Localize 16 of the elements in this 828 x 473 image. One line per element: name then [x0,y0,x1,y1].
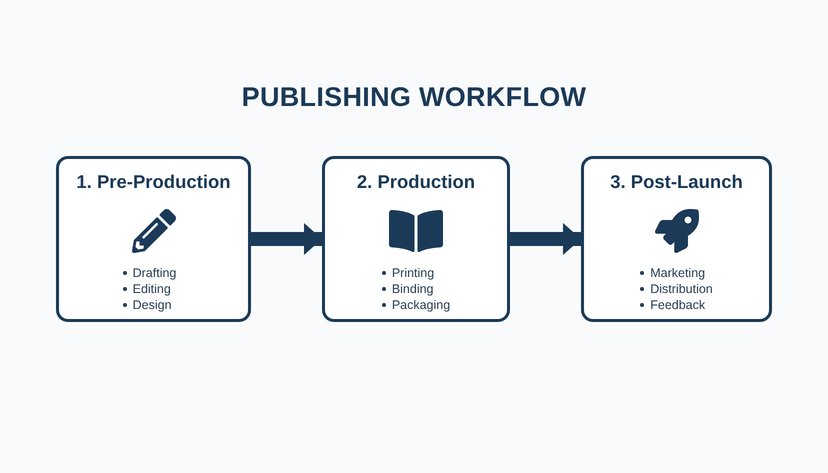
list-item: Drafting [132,265,176,281]
list-item: Marketing [650,265,706,281]
step-heading: 3. Post-Launch [610,171,743,193]
list-item: Packaging [392,297,450,313]
list-item: Binding [392,281,434,297]
list-item: Distribution [650,281,713,297]
list-item: Feedback [650,297,706,313]
title: PUBLISHING WORKFLOW [242,82,586,113]
process-box [322,156,510,322]
step-heading: 1. Pre-Production [76,171,231,193]
process-box [56,156,251,322]
list-item: Design [132,297,172,313]
step-heading: 2. Production [356,171,476,193]
process-box [581,156,772,322]
list-item: Printing [392,265,434,281]
list-item: Editing [132,281,171,297]
